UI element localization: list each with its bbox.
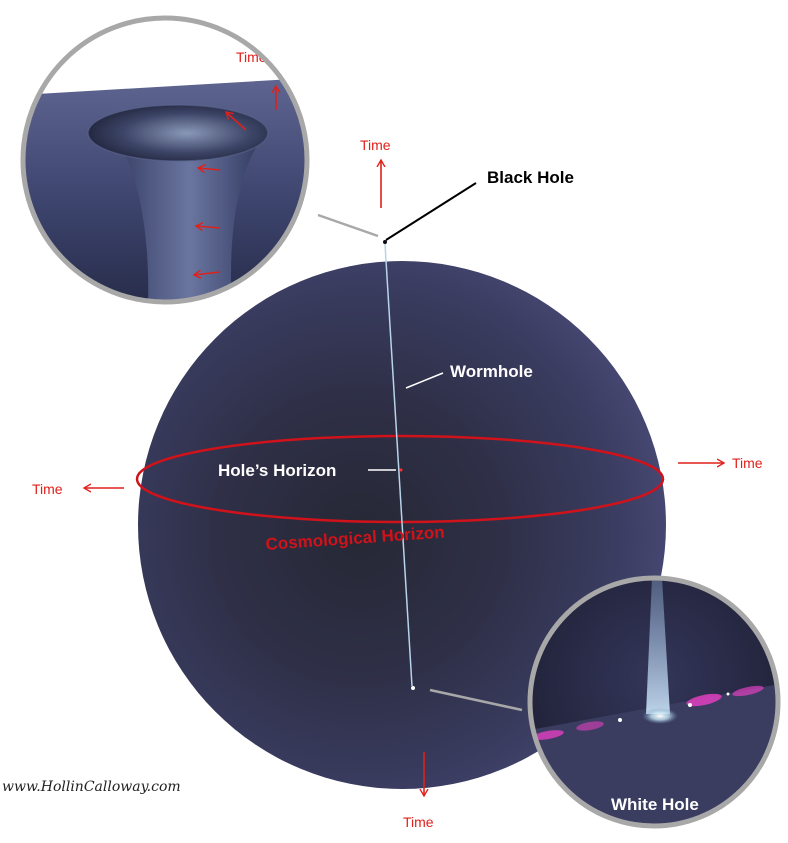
cosmological-horizon-ring bbox=[135, 434, 665, 524]
time-arrow-icon bbox=[198, 168, 221, 170]
time-label-right: Time bbox=[732, 455, 763, 471]
top-callout-connector bbox=[317, 213, 379, 238]
funnel-mouth bbox=[88, 105, 268, 161]
funnel-time-arrows bbox=[194, 86, 276, 275]
wormhole-line bbox=[384, 243, 413, 687]
white-hole-inset: White Hole bbox=[530, 578, 778, 826]
white-hole-inset-frame bbox=[527, 575, 781, 829]
hole-horizon-dot bbox=[399, 468, 403, 472]
time-arrow-icon bbox=[196, 226, 221, 228]
credit-text: www.HollinCalloway.com bbox=[2, 779, 181, 795]
black-hole-inset-frame bbox=[20, 15, 310, 305]
black-hole-label: Black Hole bbox=[487, 168, 574, 187]
time-arrow-icon bbox=[226, 112, 247, 131]
time-label-bottom: Time bbox=[403, 814, 434, 830]
time-arrow-icon bbox=[194, 272, 221, 275]
white-hole-beam bbox=[646, 578, 670, 714]
black-hole-inset: Time bbox=[23, 18, 307, 302]
white-hole-label: White Hole bbox=[611, 795, 699, 814]
white-hole-sparks bbox=[532, 685, 764, 740]
black-hole-dot bbox=[383, 240, 387, 244]
holes-horizon-label: Hole’s Horizon bbox=[218, 461, 336, 480]
white-hole-glow bbox=[642, 708, 678, 724]
funnel-throat bbox=[118, 138, 262, 302]
time-label-top: Time bbox=[360, 137, 391, 153]
time-label-left: Time bbox=[32, 481, 63, 497]
wormhole-label: Wormhole bbox=[450, 362, 533, 381]
bottom-callout-connector bbox=[429, 688, 523, 712]
black-hole-pointer bbox=[385, 182, 477, 241]
wormhole-pointer bbox=[405, 372, 444, 389]
white-hole-dot bbox=[411, 686, 415, 690]
